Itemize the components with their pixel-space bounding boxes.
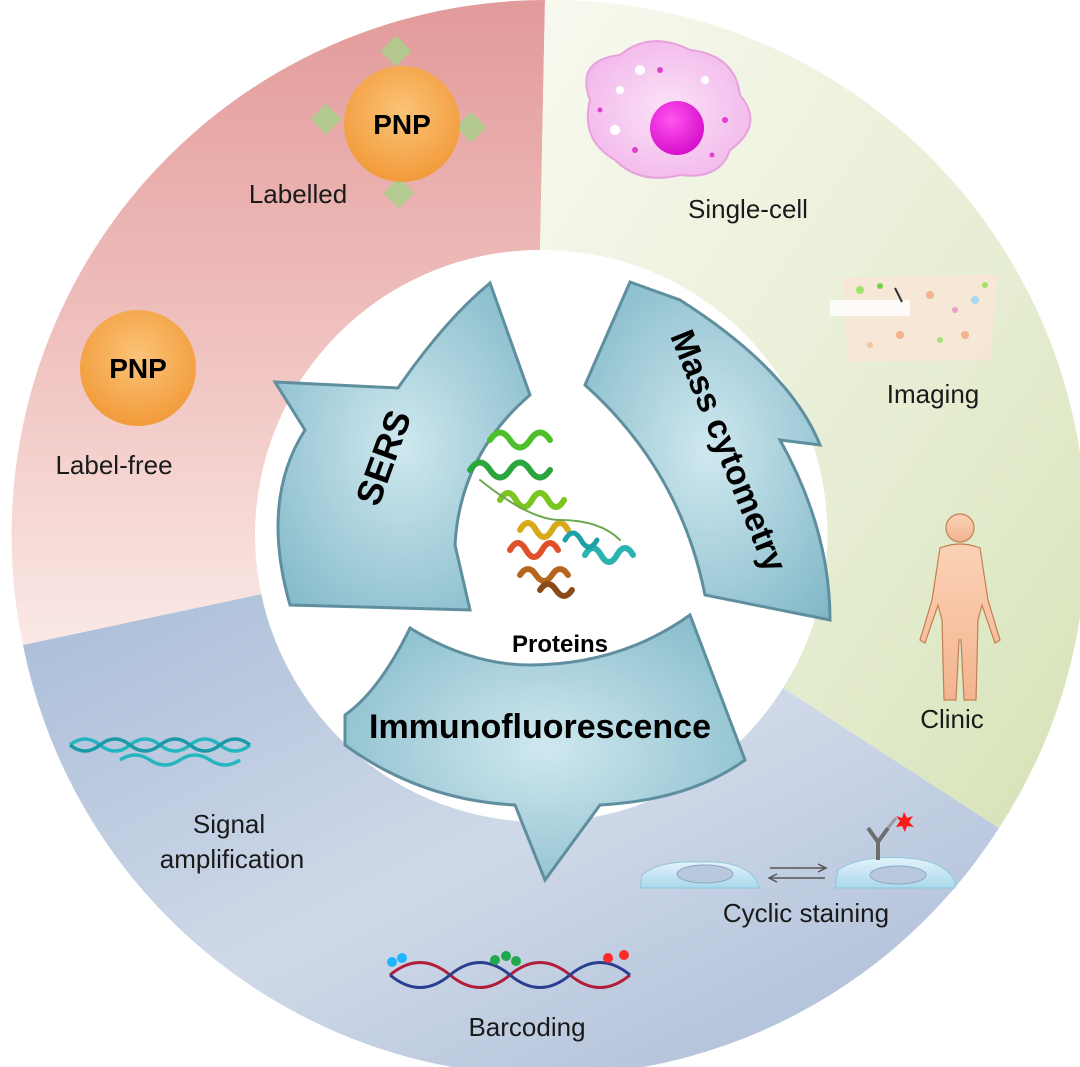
- label-free-pnp-text: PNP: [109, 353, 167, 384]
- barcoding-caption: Barcoding: [468, 1012, 585, 1042]
- dna-strand-icon: [68, 737, 252, 767]
- imaging-icon: [830, 274, 998, 362]
- single-cell-caption: Single-cell: [688, 194, 808, 224]
- center-label: Proteins: [512, 631, 608, 658]
- sector-immunofluorescence: [23, 594, 999, 1067]
- labelled-caption: Labelled: [249, 179, 347, 209]
- human-body-icon: [919, 513, 1001, 701]
- labelled-pnp-text: PNP: [373, 109, 431, 140]
- protein-structure-icon: [467, 429, 636, 599]
- labelled-pnp-icon: [310, 35, 487, 209]
- signal-caption-line2: amplification: [160, 844, 305, 874]
- single-cell-icon: [585, 40, 752, 179]
- label-free-caption: Label-free: [55, 450, 172, 480]
- arrow-sers: [272, 280, 532, 612]
- method-arrows: [272, 280, 832, 884]
- label-free-pnp-icon: [80, 310, 196, 426]
- arrow-immunofluorescence: [343, 612, 747, 884]
- cyclic-staining-icon: [639, 812, 956, 889]
- signal-caption-line1: Signal: [193, 809, 265, 839]
- cyclic-staining-caption: Cyclic staining: [723, 898, 889, 928]
- imaging-caption: Imaging: [887, 379, 980, 409]
- clinic-caption: Clinic: [920, 704, 984, 734]
- arrow-mass-cytometry: [583, 280, 832, 622]
- barcoding-dna-icon: [387, 950, 631, 989]
- label-immunofluorescence: Immunofluorescence: [369, 708, 711, 746]
